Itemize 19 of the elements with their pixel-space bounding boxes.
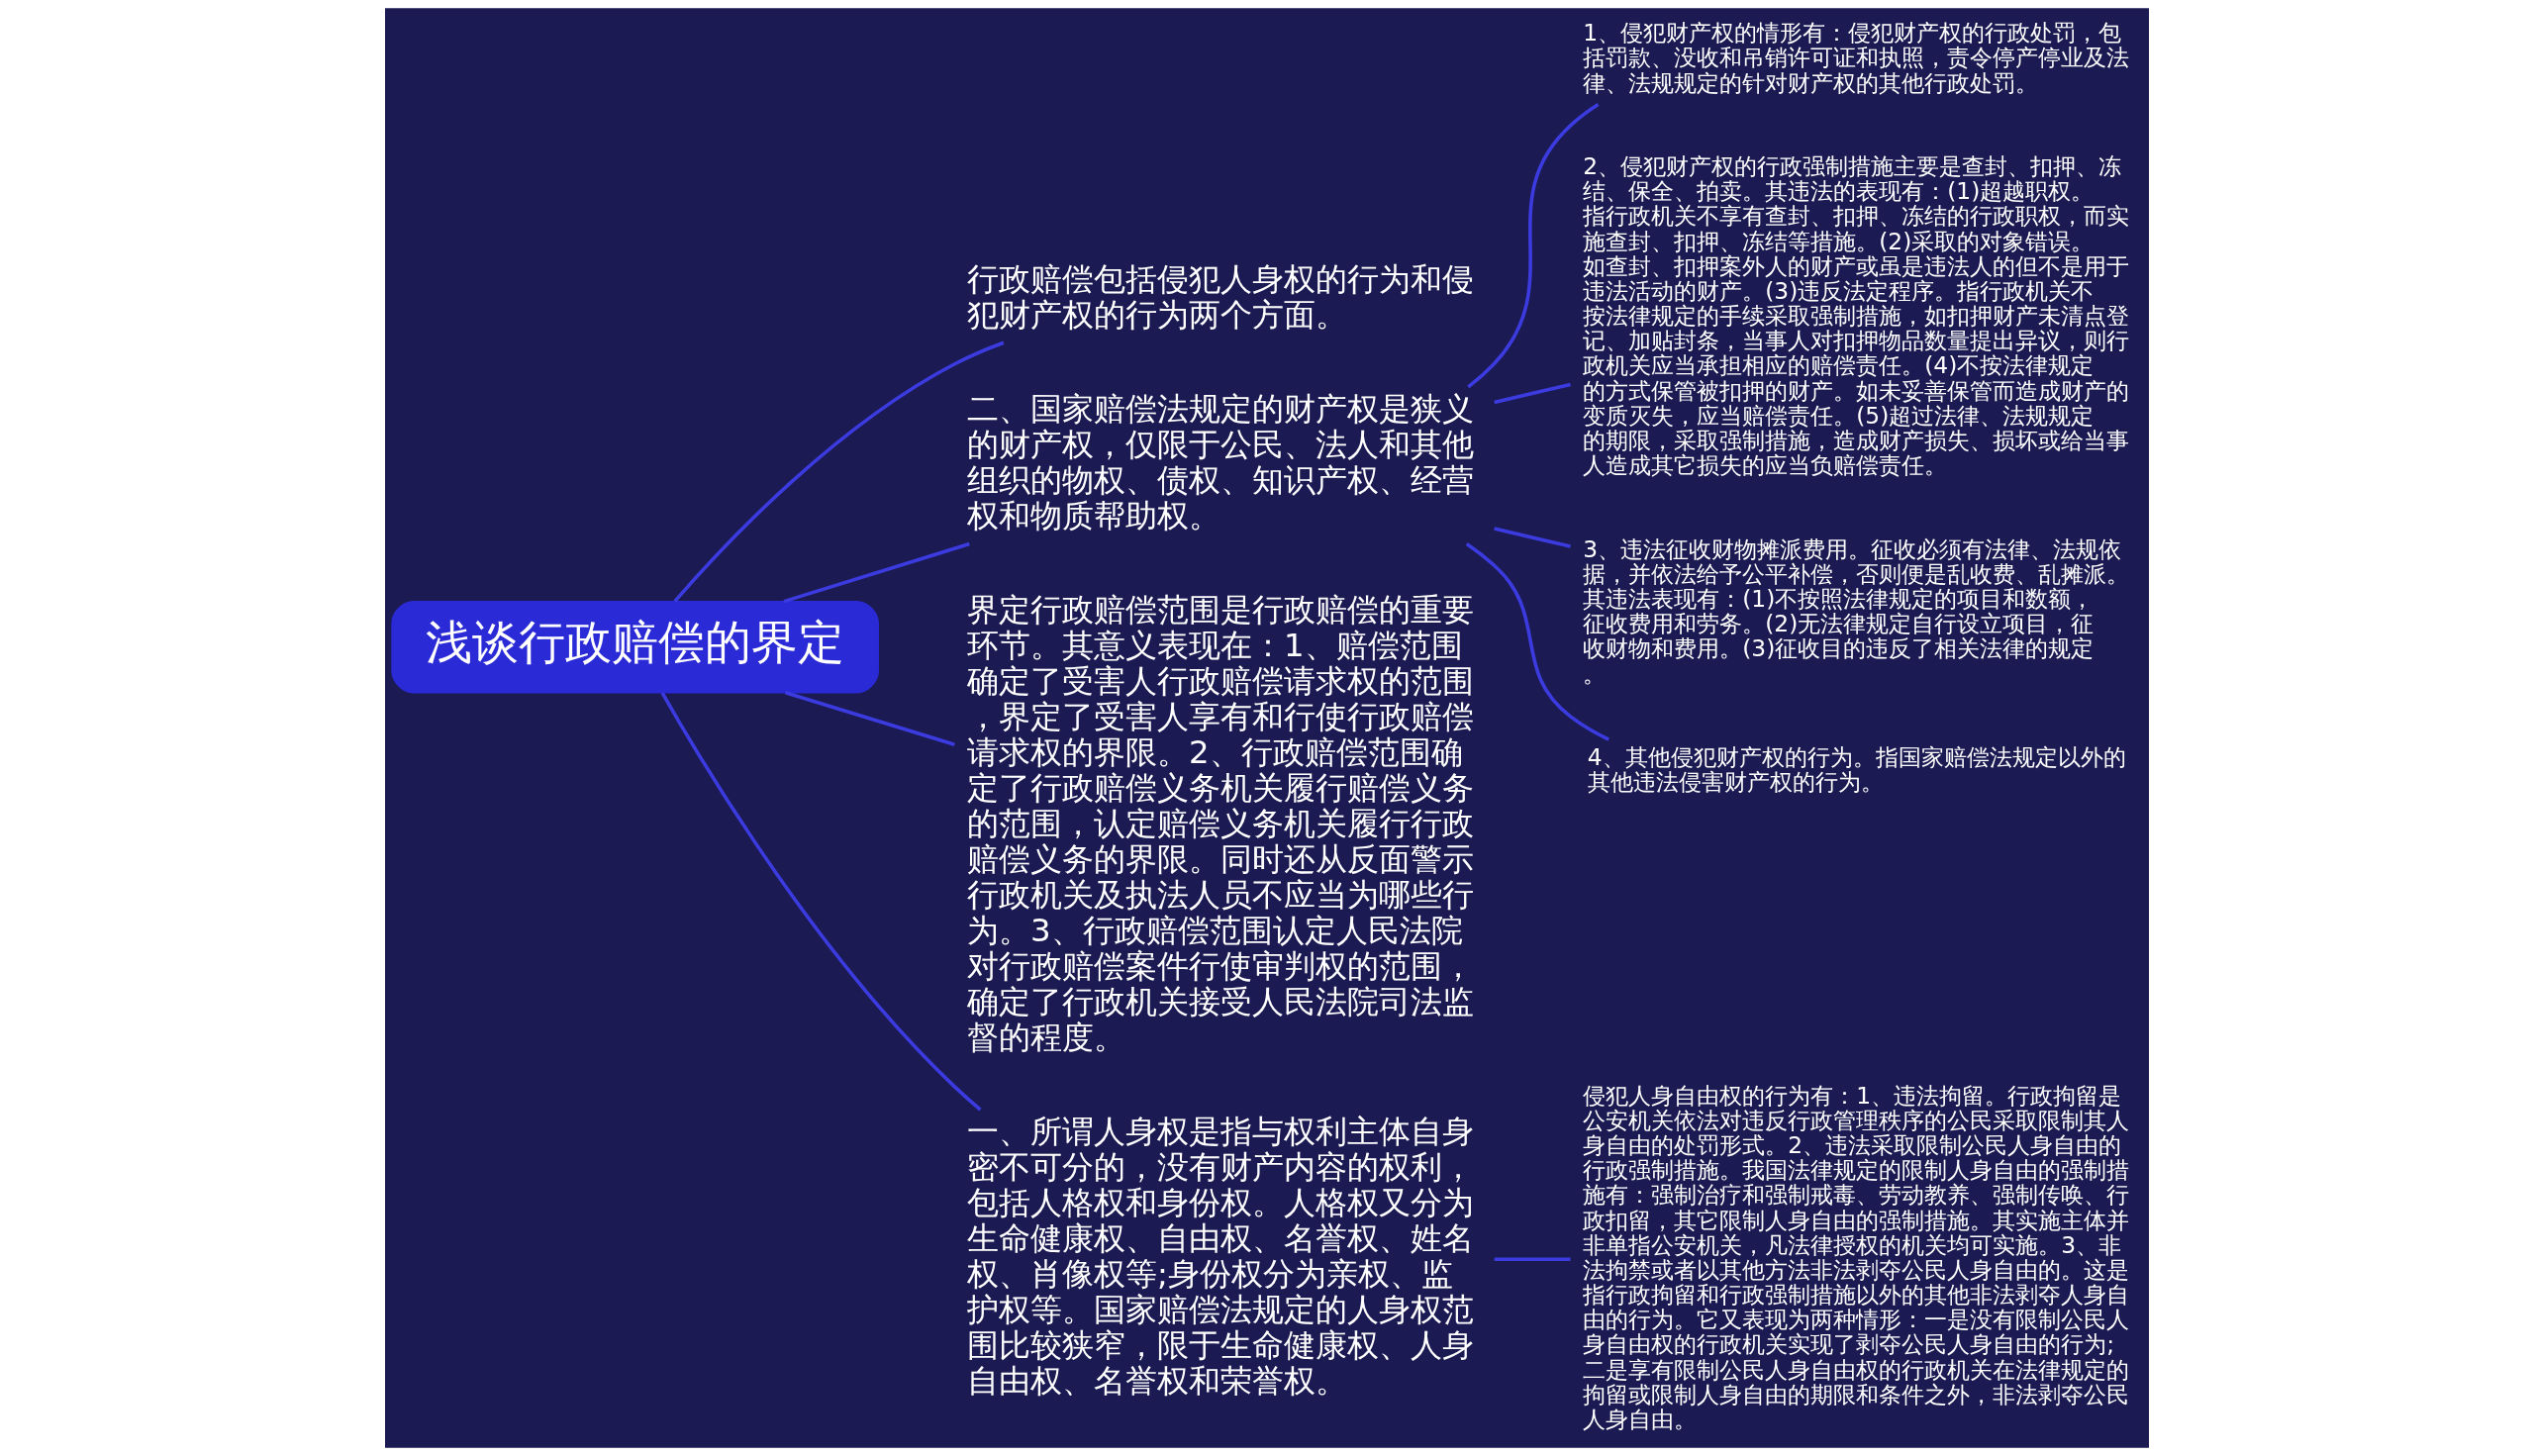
node-text: 2、侵犯财产权的行政强制措施主要是查封、扣押、冻结、保全、拍卖。其违法的表现有：(1)超越职权。指行政机关不享有查封、扣押、冻结的行政职权，而实施查封、扣押、冻结等措施。(2)采取的对象错误。如查封、扣押案外人的财产或虽是违法人的但不是用于违法活动的财产。(3)违反法定程序。指行政机关不按法律规定的手续采取强制措施，如扣押财产未清点登记、加贴封条，当事人对扣押物品数量提出异议，则行政机关应当承担相应的赔偿责任。(4)不按法律规定的方式保管被扣押的财产。如未妥善保管而造成财产的变质灭失，应当赔偿责任。(5)超过法律、法规规定的期限，采取强制措施，造成财产损失、损坏或给当事人造成其它损失的应当负赔偿责任。	[1583, 152, 2130, 480]
connector	[1467, 103, 1600, 389]
node-text: 侵犯人身自由权的行为有：1、违法拘留。行政拘留是公安机关依法对违反行政管理秩序的公民采取限制其人身自由的处罚形式。2、违法采取限制公民人身自由的行政强制措施。我国法律规定的限制人身自由的强制措施有：强制治疗和强制戒毒、劳动教养、强制传唤、行政扣留，其它限制人身自由的强制措施。其实施主体并非单指公安机关，凡法律授权的机关均可实施。3、非法拘禁或者以其他方法非法剥夺公民人身自由的。这是指行政拘留和行政强制措施以外的其他非法剥夺人身自由的行为。它又表现为两种情形：一是没有限制公民人身自由权的行政机关实现了剥夺公民人身自由的行为;二是享有限制公民人身自由权的行政机关在法律规定的拘留或限制人身自由的期限和条件之外，非法剥夺公民人身自由。	[1583, 1081, 2130, 1434]
connector	[673, 340, 1005, 603]
connector	[1494, 1257, 1571, 1262]
node-box: 浅谈行政赔偿的界定	[391, 600, 879, 694]
connector	[1494, 527, 1571, 548]
node-text: 二、国家赔偿法规定的财产权是狭义的财产权，仅限于公民、法人和其他组织的物权、债权、知识产权、经营权和物质帮助权。	[967, 390, 1475, 535]
node-text: 界定行政赔偿范围是行政赔偿的重要环节。其意义表现在：1、赔偿范围确定了受害人行政赔偿请求权的范围，界定了受害人享有和行使行政赔偿请求权的界限。2、行政赔偿范围确定了行政赔偿义务机关履行赔偿义务的范围，认定赔偿义务机关履行行政赔偿义务的界限。同时还从反面警示行政机关及执法人员不应当为哪些行为。3、行政赔偿范围认定人民法院对行政赔偿案件行使审判权的范围，确定了行政机关接受人民法院司法监督的程度。	[967, 591, 1475, 1056]
node-text: 一、所谓人身权是指与权利主体自身密不可分的，没有财产内容的权利，包括人格权和身份权。人格权又分为生命健康权、自由权、名誉权、姓名权、肖像权等;身份权分为亲权、监护权等。国家赔偿法规定的人身权范围比较狭窄，限于生命健康权、人身自由权、名誉权和荣誉权。	[967, 1113, 1475, 1401]
node-text: 行政赔偿包括侵犯人身权的行为和侵犯财产权的行为两个方面。	[967, 259, 1475, 334]
connector	[784, 691, 955, 746]
connector	[1494, 382, 1571, 405]
node-text: 4、其他侵犯财产权的行为。指国家赔偿法规定以外的其他违法侵害财产权的行为。	[1587, 743, 2126, 797]
connector	[660, 692, 982, 1112]
node-text: 1、侵犯财产权的情形有：侵犯财产权的行政处罚，包括罚款、没收和吊销许可证和执照，责令停产停业及法律、法规规定的针对财产权的其他行政处罚。	[1583, 19, 2130, 97]
connector	[1465, 542, 1609, 741]
connector	[783, 541, 970, 604]
node-text: 3、违法征收财物摊派费用。征收必须有法律、法规依据，并依法给予公平补偿，否则便是乱收费、乱摊派。其违法表现有：(1)不按照法律规定的项目和数额，征收费用和劳务。(2)无法律规定自行设立项目，征收财物和费用。(3)征收目的违反了相关法律的规定。	[1583, 534, 2130, 688]
